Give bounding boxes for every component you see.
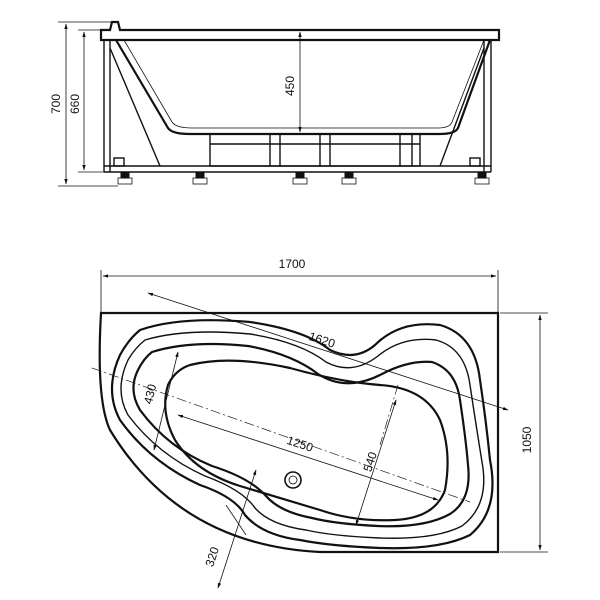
dim-length: 1620: [307, 329, 337, 351]
plan-view: 1700 1620 1250 430 540 1050 320: [91, 257, 548, 589]
dim-inner-width-right: 540: [360, 450, 380, 474]
dim-total-height: 700: [49, 94, 63, 114]
side-feet: [117, 172, 490, 185]
side-tub-body: [115, 39, 492, 136]
plan-outer-contour: [98, 311, 500, 554]
dim-drain-offset: 320: [202, 545, 222, 569]
side-frame: [103, 40, 492, 173]
plan-dims: [91, 270, 548, 589]
drain-inner: [288, 475, 298, 485]
dim-rim-height: 660: [68, 94, 82, 114]
drain-outer: [284, 471, 302, 489]
side-dims: [58, 21, 302, 187]
side-view: 700 660 450: [49, 20, 501, 187]
plan-rim-outer: [110, 319, 494, 550]
dim-inner-width-left: 430: [141, 382, 160, 405]
dim-width: 1700: [279, 257, 306, 271]
side-rim: [99, 20, 501, 42]
side-tub-inner: [123, 39, 485, 129]
dim-depth-side: 1050: [520, 426, 534, 453]
dim-depth: 450: [283, 76, 297, 96]
